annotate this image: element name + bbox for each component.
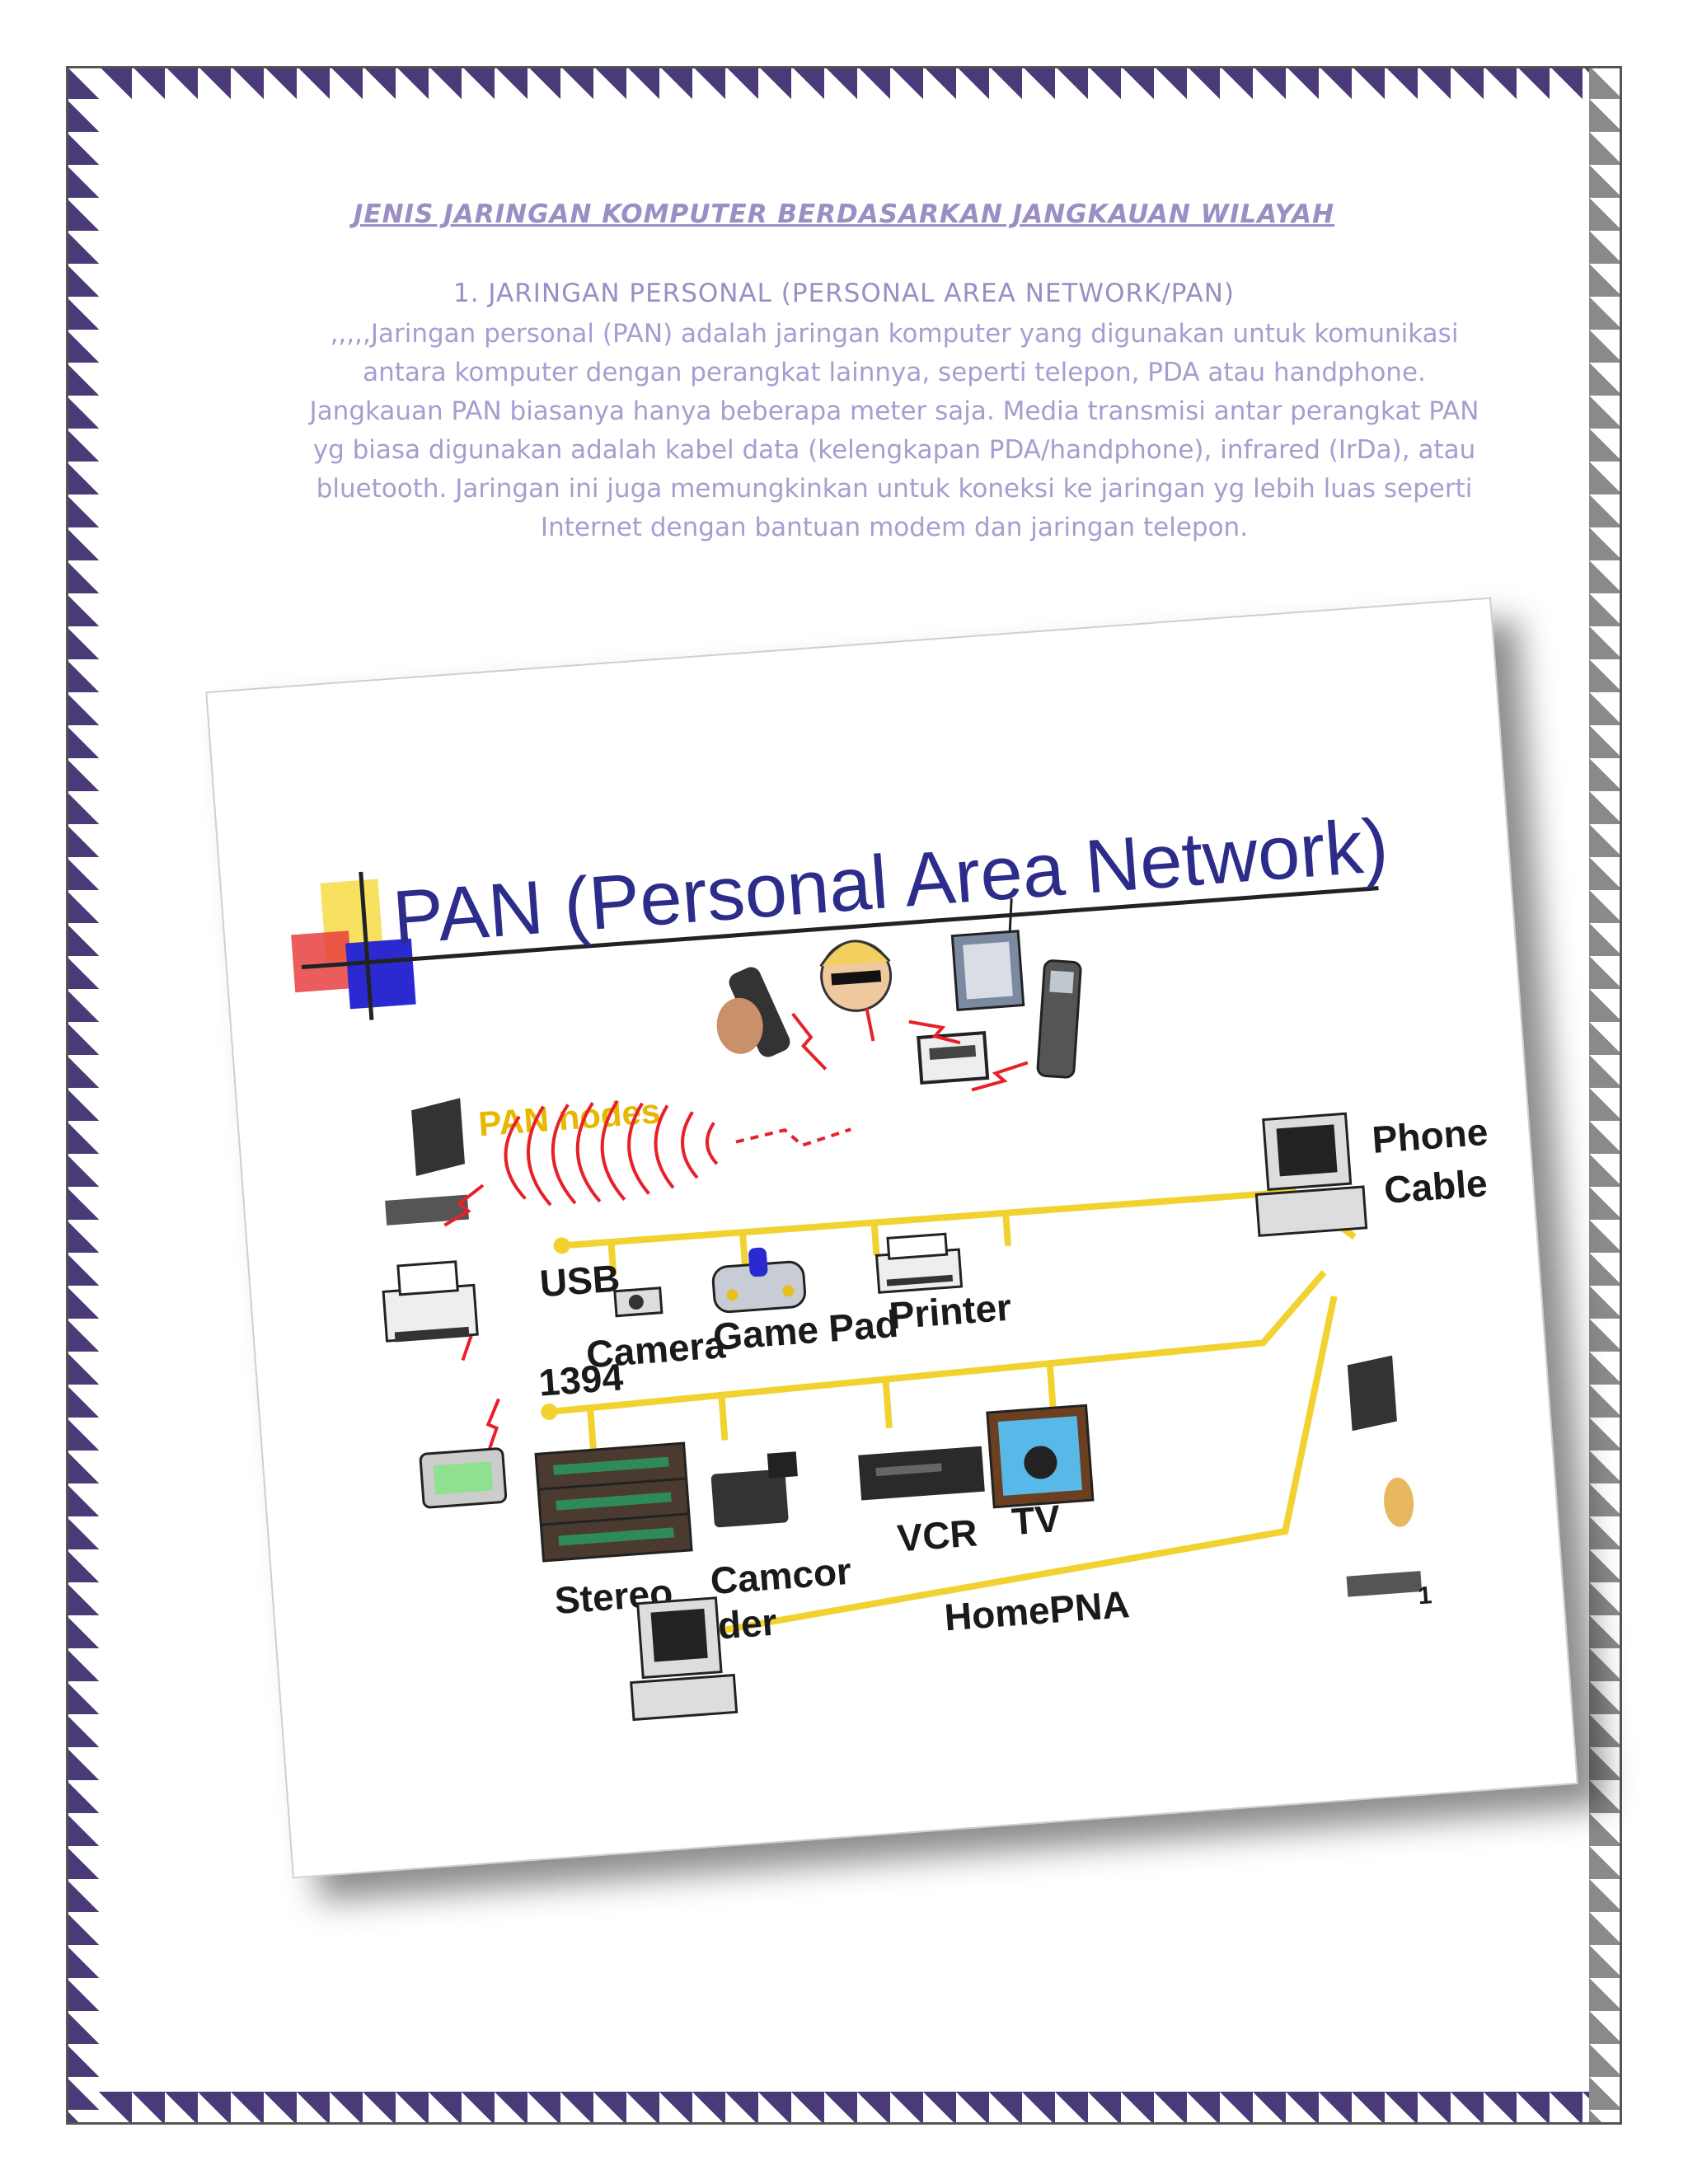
decorative-border-left — [66, 66, 99, 2125]
camcorder-label-line1: Camcor — [709, 1549, 853, 1602]
usb-label: USB — [538, 1256, 621, 1305]
decorative-border-right — [1589, 66, 1622, 2125]
printer-label: Printer — [888, 1286, 1013, 1338]
stereo-icon — [534, 1441, 693, 1563]
printer-left-icon — [382, 1260, 479, 1343]
desktop-computer-icon — [1254, 1112, 1368, 1237]
phone-cable-label-line2: Cable — [1382, 1161, 1489, 1212]
section-heading: 1. JARINGAN PERSONAL (PERSONAL AREA NETW… — [453, 279, 1235, 308]
phone-handset-icon — [716, 967, 790, 1057]
decorative-border-bottom — [66, 2092, 1622, 2125]
tv-icon — [986, 1404, 1095, 1509]
camera-label: Camera — [584, 1323, 727, 1376]
game-pad-icon — [711, 1247, 807, 1314]
usb-bus-endpoint — [553, 1237, 570, 1254]
slide-page-number: 1 — [1417, 1582, 1432, 1610]
firewire-1394-label: 1394 — [537, 1355, 625, 1404]
tv-label: TV — [1010, 1497, 1062, 1543]
laptop-user-icon — [1346, 1355, 1423, 1597]
firewire-bus-line — [548, 1270, 1338, 1648]
home-pc-icon — [630, 1596, 738, 1722]
mobile-phone-icon — [1036, 959, 1082, 1079]
decorative-border-top — [66, 66, 1622, 99]
laptop-icon — [385, 1098, 469, 1226]
slide-logo — [291, 871, 1379, 1020]
printer-icon — [874, 1232, 964, 1294]
pan-diagram: PAN (Personal Area Network) — [291, 804, 1489, 1722]
camera-icon — [613, 1286, 663, 1318]
vcr-icon — [858, 1446, 985, 1501]
pda-icon — [950, 898, 1025, 1012]
camcorder-icon — [710, 1451, 798, 1528]
phone-cable-label-line1: Phone — [1371, 1110, 1489, 1161]
firewire-bus-endpoint — [541, 1404, 558, 1421]
pan-diagram-slide: PAN (Personal Area Network) — [205, 597, 1578, 1879]
body-paragraph: ,,,,,Jaringan personal (PAN) adalah jari… — [309, 319, 1479, 542]
vcr-label: VCR — [896, 1511, 979, 1559]
document-title: JENIS JARINGAN KOMPUTER BERDASARKAN JANG… — [353, 199, 1335, 229]
slide-title: PAN (Personal Area Network) — [390, 804, 1390, 960]
modem-icon — [419, 1447, 508, 1509]
pan-hub-icon — [917, 1030, 990, 1085]
camcorder-label-line2: der — [716, 1601, 778, 1647]
user-avatar-icon — [819, 940, 893, 1012]
homepna-label: HomePNA — [943, 1582, 1131, 1638]
